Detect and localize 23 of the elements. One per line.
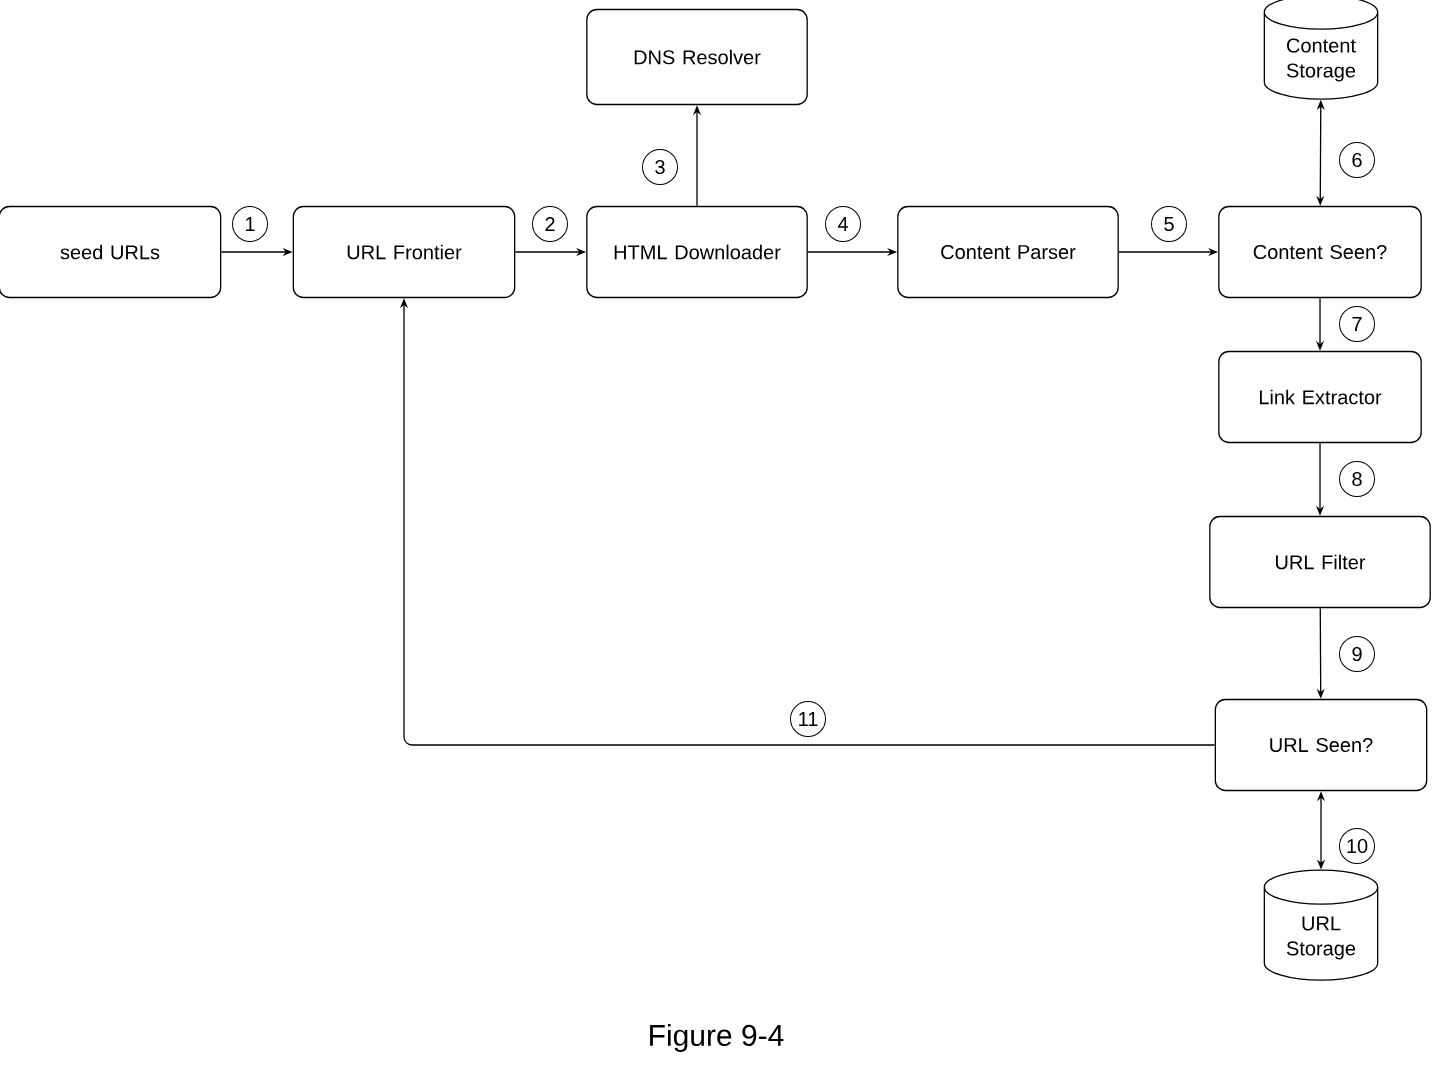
step-number: 8 (1339, 461, 1375, 497)
step-number: 7 (1339, 306, 1375, 342)
process-box: URL Seen? (1214, 698, 1428, 792)
storage-cylinder: URL Storage (1263, 869, 1379, 981)
step-number: 4 (825, 206, 861, 242)
step-number: 2 (532, 206, 568, 242)
process-box: HTML Downloader (586, 205, 808, 299)
process-box: URL Filter (1209, 515, 1431, 609)
process-box: Content Seen? (1218, 205, 1422, 299)
step-number: 10 (1339, 828, 1375, 864)
step-number: 9 (1339, 636, 1375, 672)
process-box: seed URLs (0, 205, 222, 299)
storage-cylinder: Content Storage (1263, 0, 1379, 100)
caption: Figure 9-4 (650, 1024, 784, 1052)
process-box: Content Parser (897, 205, 1119, 299)
process-box: URL Frontier (292, 205, 516, 299)
step-number: 3 (642, 149, 678, 185)
step-number: 6 (1339, 142, 1375, 178)
process-box: DNS Resolver (586, 8, 808, 106)
step-number: 5 (1151, 206, 1187, 242)
process-box: Link Extractor (1218, 350, 1422, 444)
step-number: 1 (232, 206, 268, 242)
step-number: 11 (790, 701, 826, 737)
